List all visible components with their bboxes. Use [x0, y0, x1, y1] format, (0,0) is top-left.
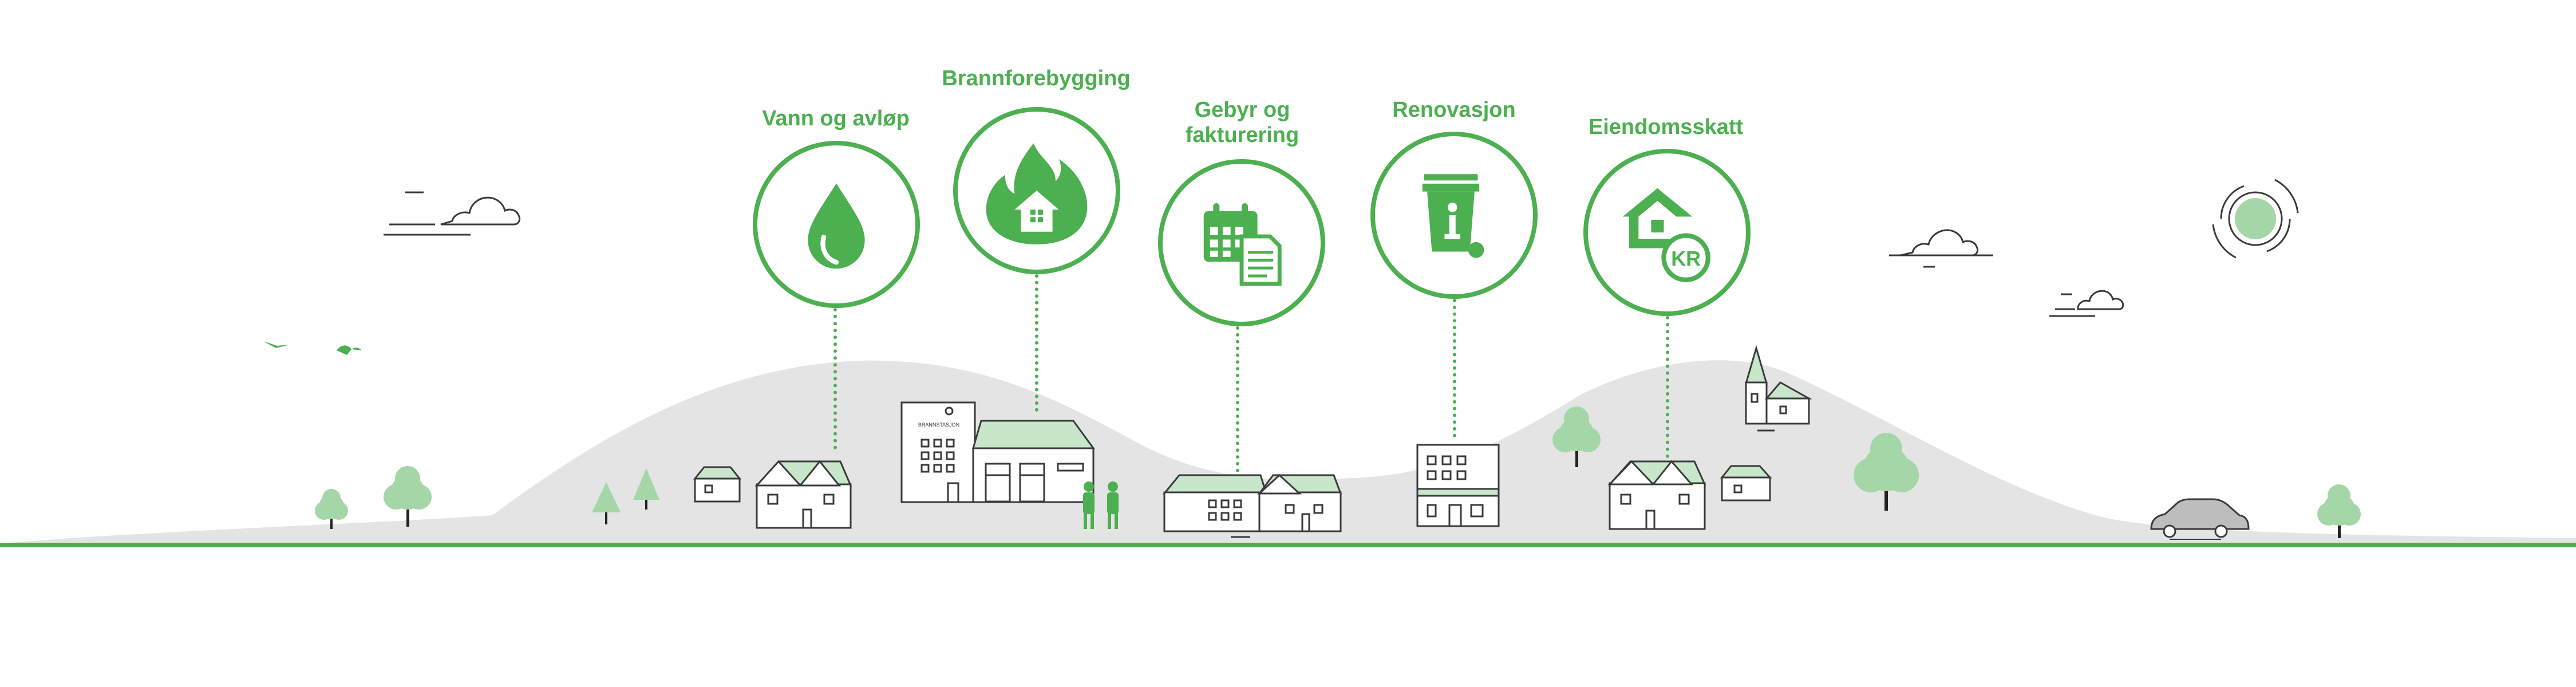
service-circle: [1158, 159, 1325, 326]
fire-house-icon: [986, 143, 1088, 244]
service-vann-og-avlop[interactable]: Vann og avløp: [733, 106, 939, 455]
dotted-connector: [1236, 326, 1239, 472]
church: [1745, 345, 1812, 432]
cloud-icon: [2049, 290, 2124, 317]
ground-line: [0, 543, 2576, 547]
fire-station-sign: BRANNSTASJON: [918, 422, 959, 428]
house: [1607, 460, 1706, 530]
house: [754, 460, 852, 529]
row-houses: [1162, 473, 1342, 538]
service-circle: KR: [1583, 149, 1751, 316]
cloud-icon: [1889, 229, 1993, 268]
tree-icon: [1552, 406, 1601, 467]
calendar-invoice-icon: [1203, 203, 1282, 286]
service-label: Vann og avløp: [762, 106, 910, 131]
tree-icon: [592, 468, 659, 524]
service-circle: [753, 141, 920, 308]
service-circle: [1370, 132, 1538, 299]
kr-badge: KR: [1671, 247, 1701, 270]
tree-icon: [384, 466, 432, 527]
tree-icon: [315, 489, 348, 529]
shop-building: [1416, 444, 1500, 527]
service-circle: [953, 107, 1120, 274]
dotted-connector: [1453, 299, 1456, 437]
service-gebyr-og-fakturering[interactable]: Gebyr og fakturering: [1139, 97, 1345, 478]
service-label: Renovasjon: [1392, 98, 1516, 122]
service-label: Eiendomsskatt: [1588, 115, 1744, 139]
sun-icon: [2212, 179, 2299, 259]
fire-station: [900, 401, 1095, 503]
bird-icon: [263, 341, 362, 355]
dotted-connector: [1035, 274, 1038, 412]
small-house: [1720, 465, 1772, 502]
service-renovasjon[interactable]: Renovasjon: [1351, 97, 1557, 441]
service-label: Brannforebygging: [942, 66, 1131, 90]
small-house: [693, 466, 742, 503]
service-eiendomsskatt[interactable]: Eiendomsskatt KR: [1563, 114, 1769, 464]
car: [2150, 498, 2250, 540]
firefighters: [1083, 481, 1119, 529]
dotted-connector: [1666, 316, 1669, 458]
service-brannforebygging[interactable]: Brannforebygging: [927, 66, 1145, 421]
house-kr-icon: KR: [1622, 188, 1710, 282]
water-drop-icon: [808, 183, 865, 269]
tree-icon: [2317, 484, 2361, 538]
cloud-icon: [384, 191, 521, 236]
tree-icon: [1854, 433, 1919, 511]
dotted-connector: [833, 308, 837, 449]
hills: [0, 360, 2576, 547]
service-label: Gebyr og fakturering: [1185, 98, 1299, 147]
waste-bin-info-icon: [1422, 174, 1484, 258]
